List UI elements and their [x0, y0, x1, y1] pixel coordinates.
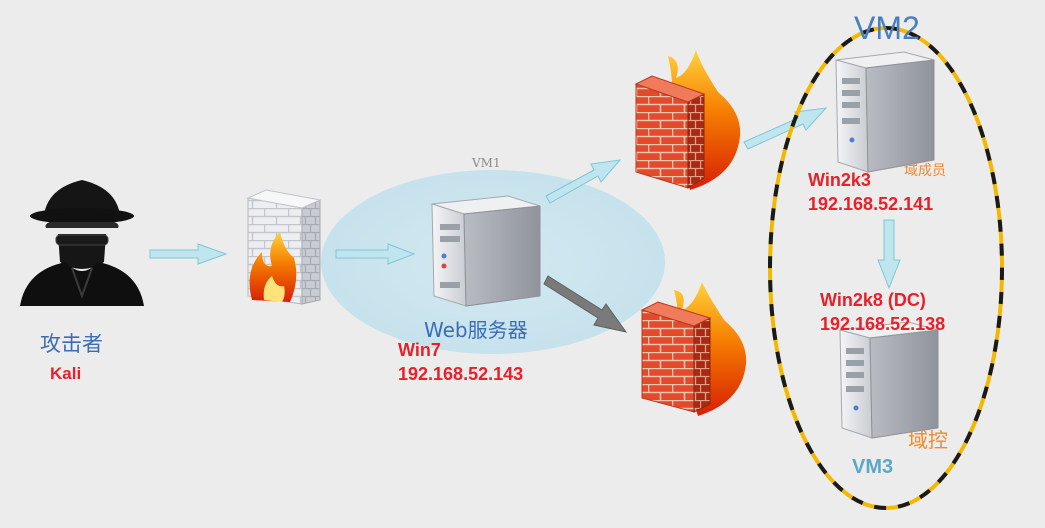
arrow-icon: [543, 275, 628, 333]
firewall-icon: [246, 189, 322, 305]
attacker-os: Kali: [50, 364, 82, 383]
vm1-os: Win7: [398, 340, 441, 360]
firewall-icon: [640, 282, 747, 416]
vm2-ip: 192.168.52.141: [808, 194, 934, 214]
arrow-icon: [149, 243, 228, 265]
server-icon: [839, 321, 939, 439]
server-icon: [835, 51, 935, 173]
firewall-icon: [634, 50, 741, 190]
vm1-ip: 192.168.52.143: [398, 364, 524, 384]
vm3-ip: 192.168.52.138: [820, 314, 946, 334]
vm1-label: VM1: [472, 156, 501, 170]
hacker-icon: [20, 180, 144, 306]
arrow-icon: [335, 243, 416, 265]
domain-zone-dash: [768, 26, 1004, 510]
attacker-title: 攻击者: [40, 332, 103, 356]
vm2-label: VM2: [854, 10, 920, 46]
vm3-os: Win2k8 (DC): [820, 290, 926, 310]
vm1-role: Web服务器: [424, 318, 528, 342]
vm3-label: VM3: [852, 456, 894, 478]
server-icon: [431, 195, 541, 307]
vm2-os: Win2k3: [808, 170, 871, 190]
vm3-role: 域控: [908, 428, 948, 452]
arrow-icon: [877, 219, 901, 290]
arrow-icon: [545, 159, 622, 204]
vm2-role: 域成员: [904, 163, 946, 179]
